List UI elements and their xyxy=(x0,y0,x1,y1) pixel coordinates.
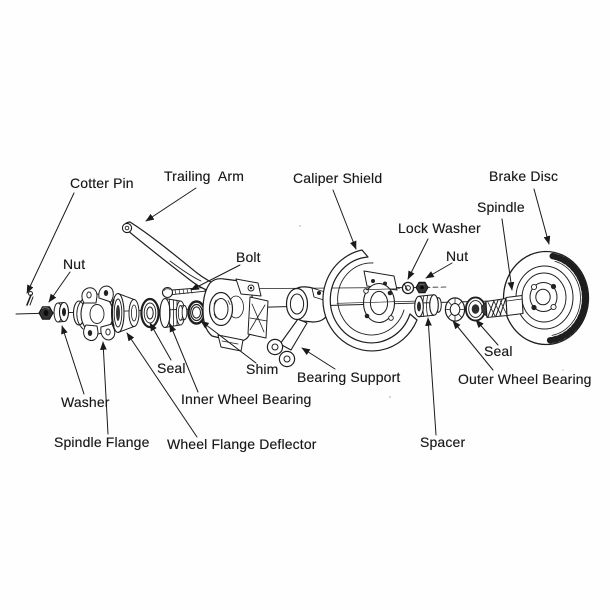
label-seal-right: Seal xyxy=(484,343,513,359)
label-shim: Shim xyxy=(246,361,279,377)
label-seal-left: Seal xyxy=(157,360,186,376)
bolt-part xyxy=(161,286,206,299)
label-cotter-pin: Cotter Pin xyxy=(70,175,134,191)
nut-right-part xyxy=(415,281,429,294)
leader-seal-left xyxy=(149,322,172,361)
label-nut-right: Nut xyxy=(446,248,469,264)
leader-spindle-flange xyxy=(100,341,109,435)
label-bolt: Bolt xyxy=(236,249,261,265)
leader-brake-disc xyxy=(533,188,551,245)
trailing-arm-part xyxy=(121,221,219,294)
leader-inner-wheel-bearing xyxy=(169,323,199,393)
leader-washer xyxy=(61,325,85,395)
spacer-part xyxy=(414,294,442,318)
leader-caliper-shield xyxy=(332,189,357,250)
leader-nut-left xyxy=(48,271,71,303)
brake-disc-part xyxy=(502,250,590,346)
leader-spacer xyxy=(425,317,437,436)
label-nut-left: Nut xyxy=(63,256,86,272)
washer-part xyxy=(53,301,70,323)
leader-shim xyxy=(200,320,257,364)
leader-bearing-support xyxy=(301,347,336,370)
label-brake-disc: Brake Disc xyxy=(489,168,559,184)
inner-wheel-bearing-part xyxy=(159,297,188,329)
label-spindle-flange: Spindle Flange xyxy=(54,434,150,450)
leader-outer-wheel-bearing xyxy=(452,320,494,371)
label-caliper-shield: Caliper Shield xyxy=(293,170,383,186)
label-bearing-support: Bearing Support xyxy=(297,369,401,385)
outer-wheel-bearing-part xyxy=(444,297,466,322)
label-wheel-flange-deflector: Wheel Flange Deflector xyxy=(167,436,317,452)
cotter-pin-part xyxy=(26,291,34,306)
label-spindle: Spindle xyxy=(477,199,525,215)
leader-wheel-flange-deflector xyxy=(126,332,198,438)
label-lock-washer: Lock Washer xyxy=(398,220,481,236)
leader-bolt xyxy=(190,264,241,291)
nut-left-part xyxy=(38,306,54,320)
leader-nut-right xyxy=(425,262,453,279)
label-inner-wheel-bearing: Inner Wheel Bearing xyxy=(181,391,312,407)
leader-spindle xyxy=(501,218,515,291)
label-outer-wheel-bearing: Outer Wheel Bearing xyxy=(458,371,592,387)
leader-cotter-pin xyxy=(26,192,75,294)
label-trailing-arm: Trailing Arm xyxy=(164,168,245,184)
wheel-flange-deflector-part xyxy=(110,292,140,334)
leader-lock-washer xyxy=(407,238,429,280)
bearing-support-part xyxy=(266,286,330,368)
spindle-flange-part xyxy=(72,285,116,341)
scan-noise xyxy=(299,225,564,398)
label-washer: Washer xyxy=(61,394,110,410)
spindle-part xyxy=(481,294,524,318)
lock-washer-part xyxy=(401,281,415,295)
trailing-arm-hub xyxy=(202,278,269,352)
leader-trailing-arm xyxy=(145,187,197,222)
label-spacer: Spacer xyxy=(420,434,466,450)
leader-lines xyxy=(26,187,551,438)
shim-part xyxy=(187,300,206,325)
leader-seal-right xyxy=(475,319,499,346)
caliper-shield-part xyxy=(322,249,421,352)
